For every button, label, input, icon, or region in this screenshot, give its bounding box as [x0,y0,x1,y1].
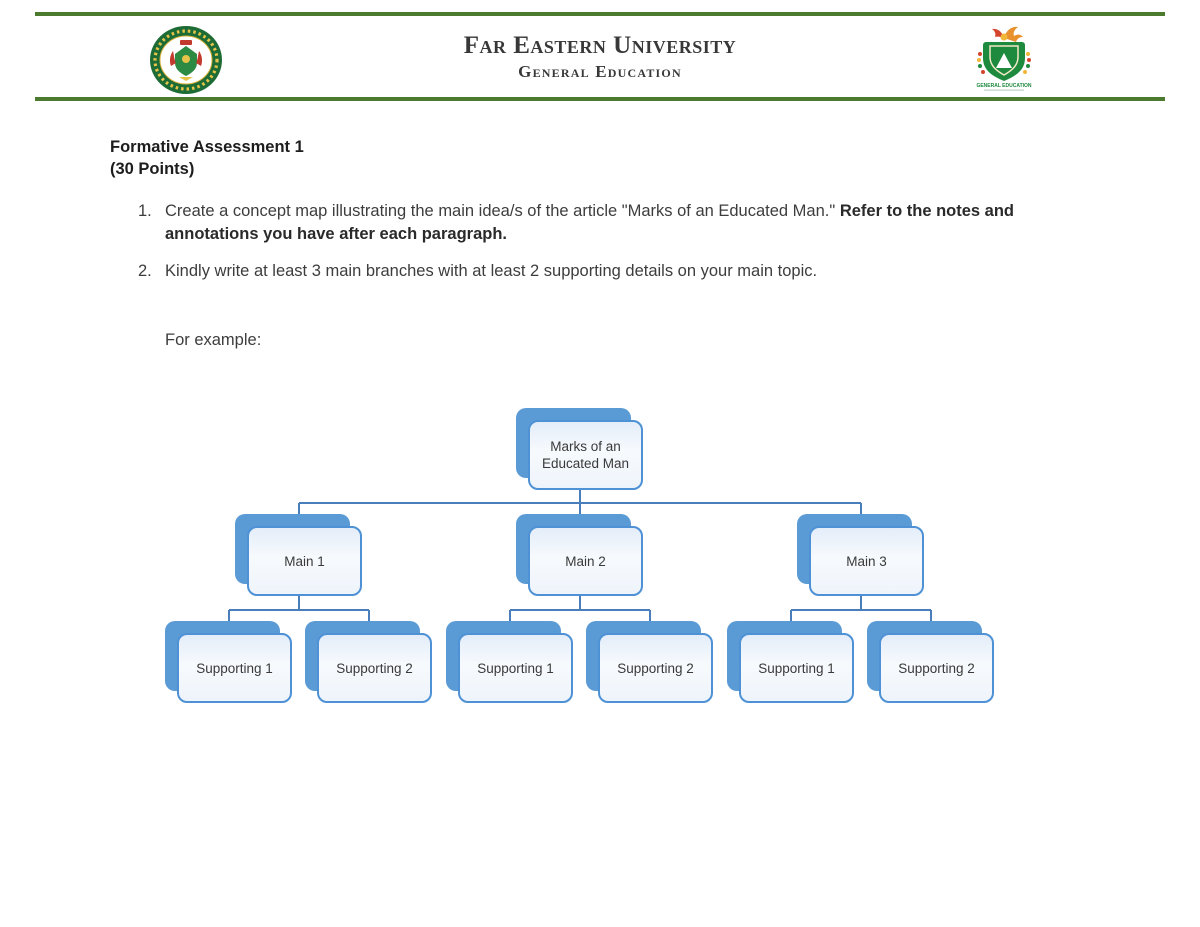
instruction-1-number: 1. [138,202,152,220]
instruction-item-1: 1. Create a concept map illustrating the… [138,200,1105,246]
assessment-points-line: (30 Points) [110,160,195,178]
diagram-node-main1-supporting-1: Supporting 1 [165,621,292,703]
instruction-2-text: Kindly write at least 3 main branches wi… [165,262,818,280]
diagram-node-main3-supporting-1: Supporting 1 [727,621,854,703]
diagram-node-main2-supporting-1: Supporting 1 [446,621,573,703]
assessment-title-line1: Formative Assessment 1 [110,138,304,156]
instruction-1-text: Create a concept map illustrating the ma… [165,200,1105,246]
node-box: Main 2 [528,526,643,596]
instruction-1-bold-line1: Refer to the notes and [839,202,1014,220]
supporting-label: Supporting 2 [898,660,975,676]
node-box: Supporting 1 [177,633,292,703]
instruction-item-2: 2. Kindly write at least 3 main branches… [138,260,1105,283]
example-label: For example: [165,331,262,349]
diagram-node-main-1: Main 1 [235,514,362,596]
supporting-label: Supporting 2 [336,660,413,676]
node-box: Supporting 2 [317,633,432,703]
diagram-connector-lines [228,490,932,622]
main-1-label: Main 1 [284,553,325,569]
supporting-label: Supporting 1 [477,660,554,676]
diagram-node-root: Marks of an Educated Man [516,408,643,490]
diagram-node-main1-supporting-2: Supporting 2 [305,621,432,703]
instruction-2-number: 2. [138,262,152,280]
diagram-node-main-3: Main 3 [797,514,924,596]
assessment-title: Formative Assessment 1 (30 Points) [110,136,304,180]
root-label-line2: Educated Man [541,456,630,471]
header-top-rule [35,12,1165,16]
node-box: Main 1 [247,526,362,596]
node-box: Supporting 2 [879,633,994,703]
header-bottom-rule [35,97,1165,101]
node-box: Supporting 1 [458,633,573,703]
supporting-label: Supporting 1 [758,660,835,676]
diagram-node-main2-supporting-2: Supporting 2 [586,621,713,703]
node-box: Supporting 2 [598,633,713,703]
node-box: Supporting 1 [739,633,854,703]
main-2-label: Main 2 [565,553,606,569]
instruction-1-bold-line2: annotations you have after each paragrap… [165,225,508,243]
supporting-label: Supporting 1 [196,660,273,676]
header-text-block: Far Eastern University General Education [350,32,850,82]
node-box: Main 3 [809,526,924,596]
feu-seal-icon [150,26,222,94]
diagram-node-main-2: Main 2 [516,514,643,596]
instruction-1-regular: Create a concept map illustrating the ma… [165,202,840,220]
node-box: Marks of an Educated Man [528,420,643,490]
emblem-caption: GENERAL EDUCATION [976,83,1031,89]
main-3-label: Main 3 [846,553,887,569]
general-education-emblem-icon: GENERAL EDUCATION [976,26,1032,91]
supporting-label: Supporting 2 [617,660,694,676]
department-name: General Education [518,62,682,81]
concept-map-diagram: Marks of an Educated Man Main 1 Main 2 M… [160,400,1020,720]
root-label-line1: Marks of an [550,439,621,454]
university-name: Far Eastern University [463,32,737,59]
diagram-node-main3-supporting-2: Supporting 2 [867,621,994,703]
